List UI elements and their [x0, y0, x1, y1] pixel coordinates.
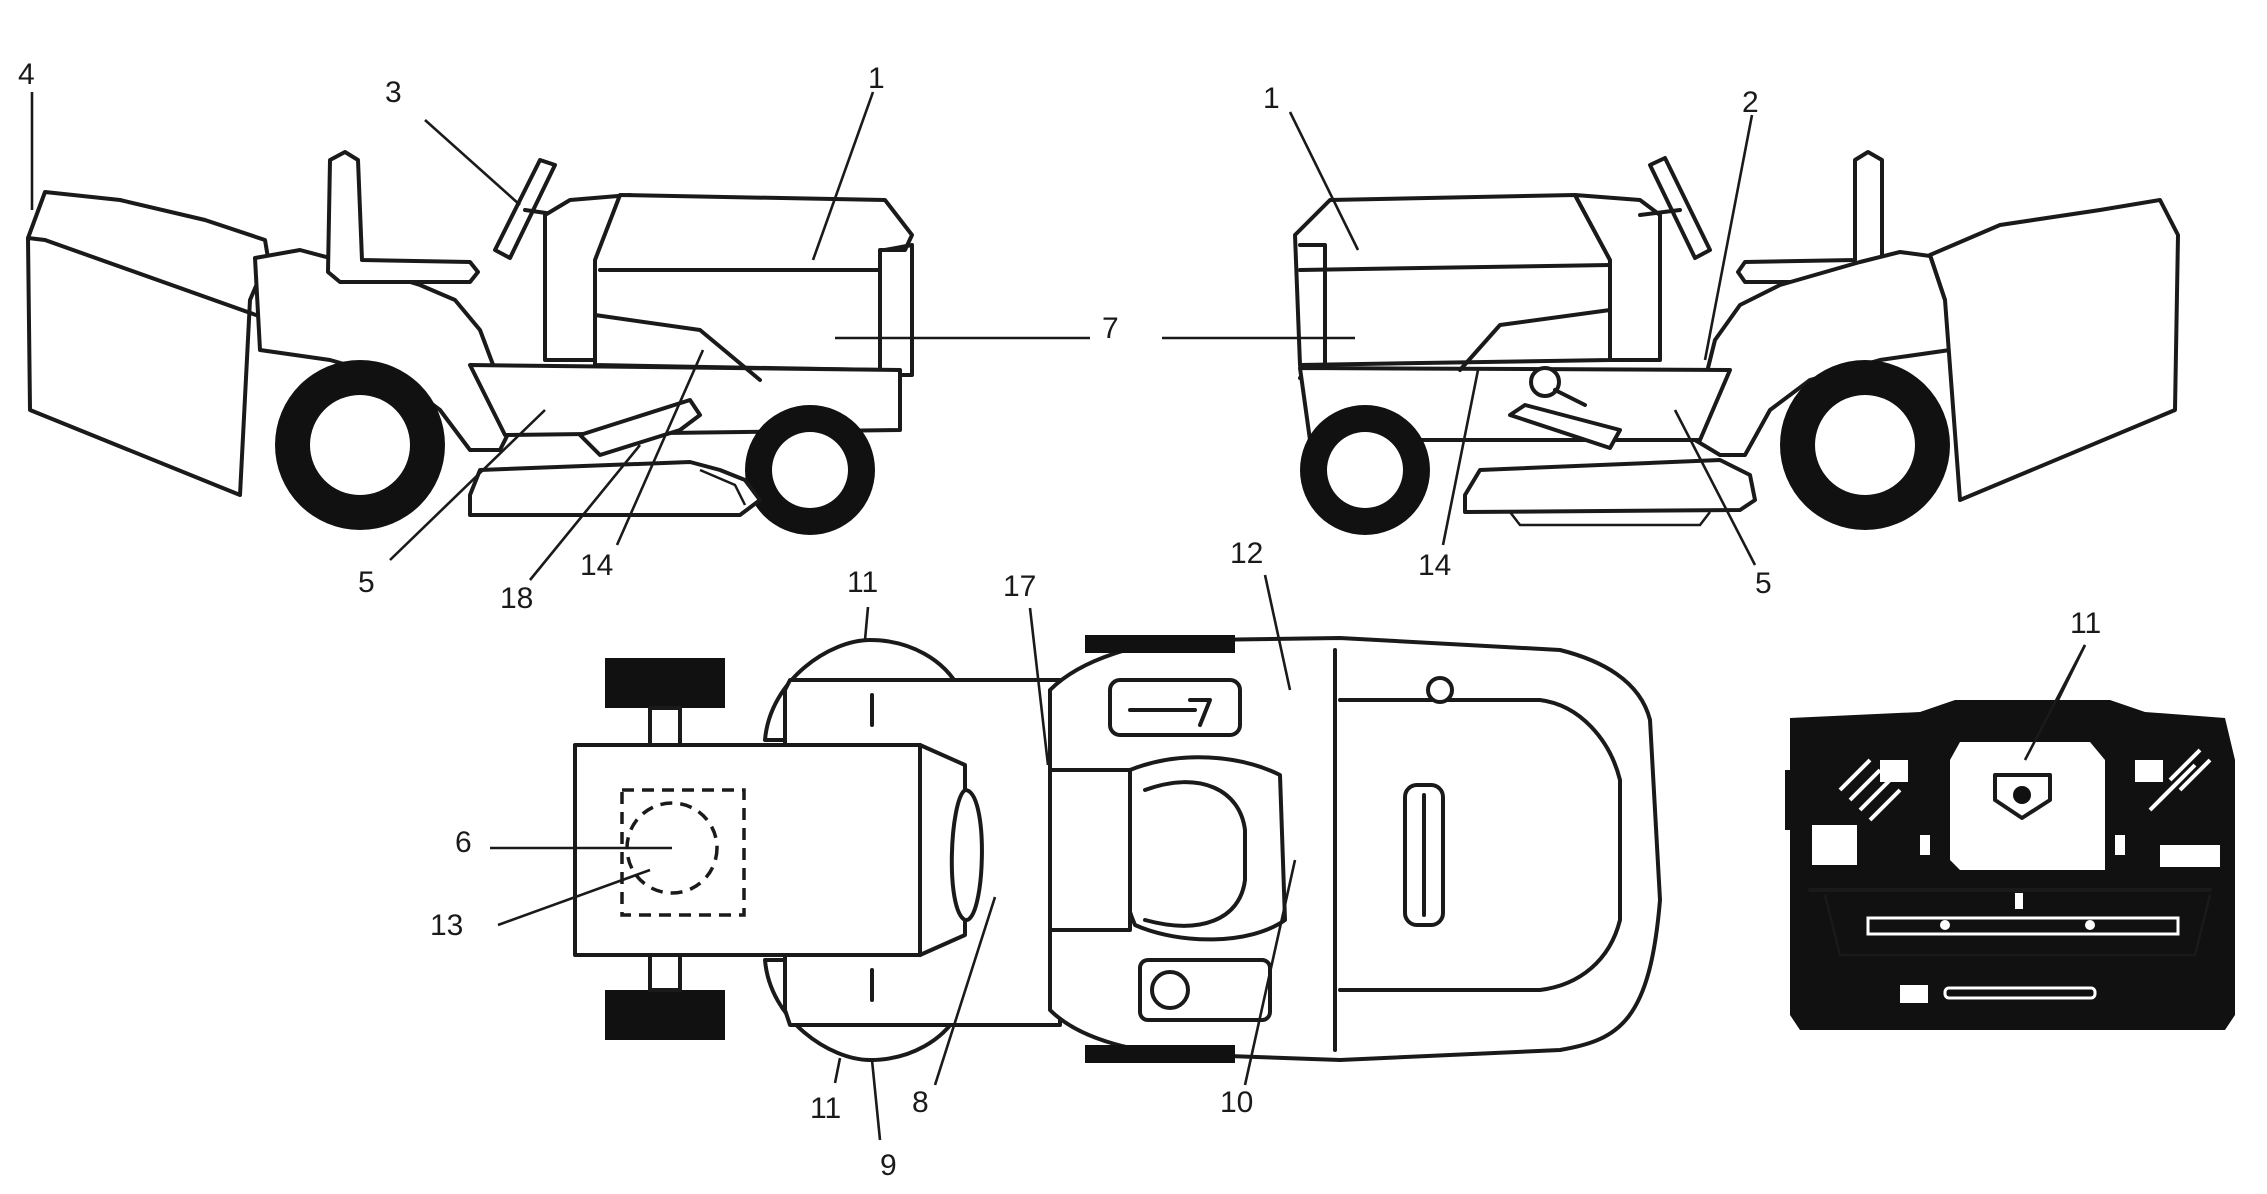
mower-deck-right: [1463, 458, 1757, 514]
callout-labels: 1 3 4 7 5 18 14 1 2 14 5 11 17 12 6 13 1…: [18, 58, 2101, 1182]
callout-11-rear: 11: [2070, 607, 2101, 640]
callout-5-right: 5: [1755, 567, 1772, 600]
top-view: [573, 635, 1662, 1063]
callout-13: 13: [430, 909, 463, 942]
grass-bag-top: [573, 743, 922, 957]
dashboard-right: [1573, 193, 1662, 362]
callout-3: 3: [385, 76, 402, 109]
seat-left: [326, 150, 480, 284]
hatch-left: [1838, 758, 1902, 822]
lever-knob-right: [1529, 366, 1561, 398]
callout-17: 17: [1003, 570, 1036, 603]
callout-1-left: 1: [868, 62, 885, 95]
callout-9: 9: [880, 1149, 897, 1182]
callout-14-left: 14: [580, 549, 613, 582]
rear-wheel-top-lower: [605, 990, 725, 1040]
fuel-cap-top: [1426, 676, 1454, 704]
callout-11-top: 11: [847, 566, 878, 599]
warning-sticker-right: [2160, 845, 2220, 867]
left-side-view: [26, 150, 914, 535]
rear-panel-view: [1785, 700, 2235, 1030]
bag-opening-dashed: [620, 788, 746, 917]
callout-8: 8: [912, 1086, 929, 1119]
grass-bag-right: [1928, 198, 2180, 502]
mower-deck-left: [468, 460, 762, 517]
seat-cushion-top: [949, 788, 984, 922]
callout-11-bottom: 11: [810, 1092, 841, 1125]
pedal-left: [578, 398, 702, 457]
callout-10: 10: [1220, 1086, 1253, 1119]
warning-sticker-left: [1812, 825, 1857, 865]
control-lever-box: [1108, 678, 1242, 737]
callout-1-right: 1: [1263, 82, 1280, 115]
callout-7: 7: [1102, 312, 1119, 345]
hood-left: [593, 193, 914, 372]
callout-18: 18: [500, 582, 533, 615]
callout-4: 4: [18, 58, 35, 91]
rear-wheel-top-upper: [605, 658, 725, 708]
callout-2: 2: [1742, 86, 1759, 119]
steering-column-top: [1048, 768, 1132, 932]
callout-5-left: 5: [358, 566, 375, 599]
callout-14-right: 14: [1418, 549, 1451, 582]
hatch-right: [2148, 748, 2212, 812]
callout-12: 12: [1230, 537, 1263, 570]
pedal-right: [1508, 403, 1622, 450]
grass-bag-left: [26, 190, 270, 497]
leader-lines: [30, 91, 2087, 1141]
right-side-view: [1293, 150, 2180, 535]
callout-6: 6: [455, 826, 472, 859]
